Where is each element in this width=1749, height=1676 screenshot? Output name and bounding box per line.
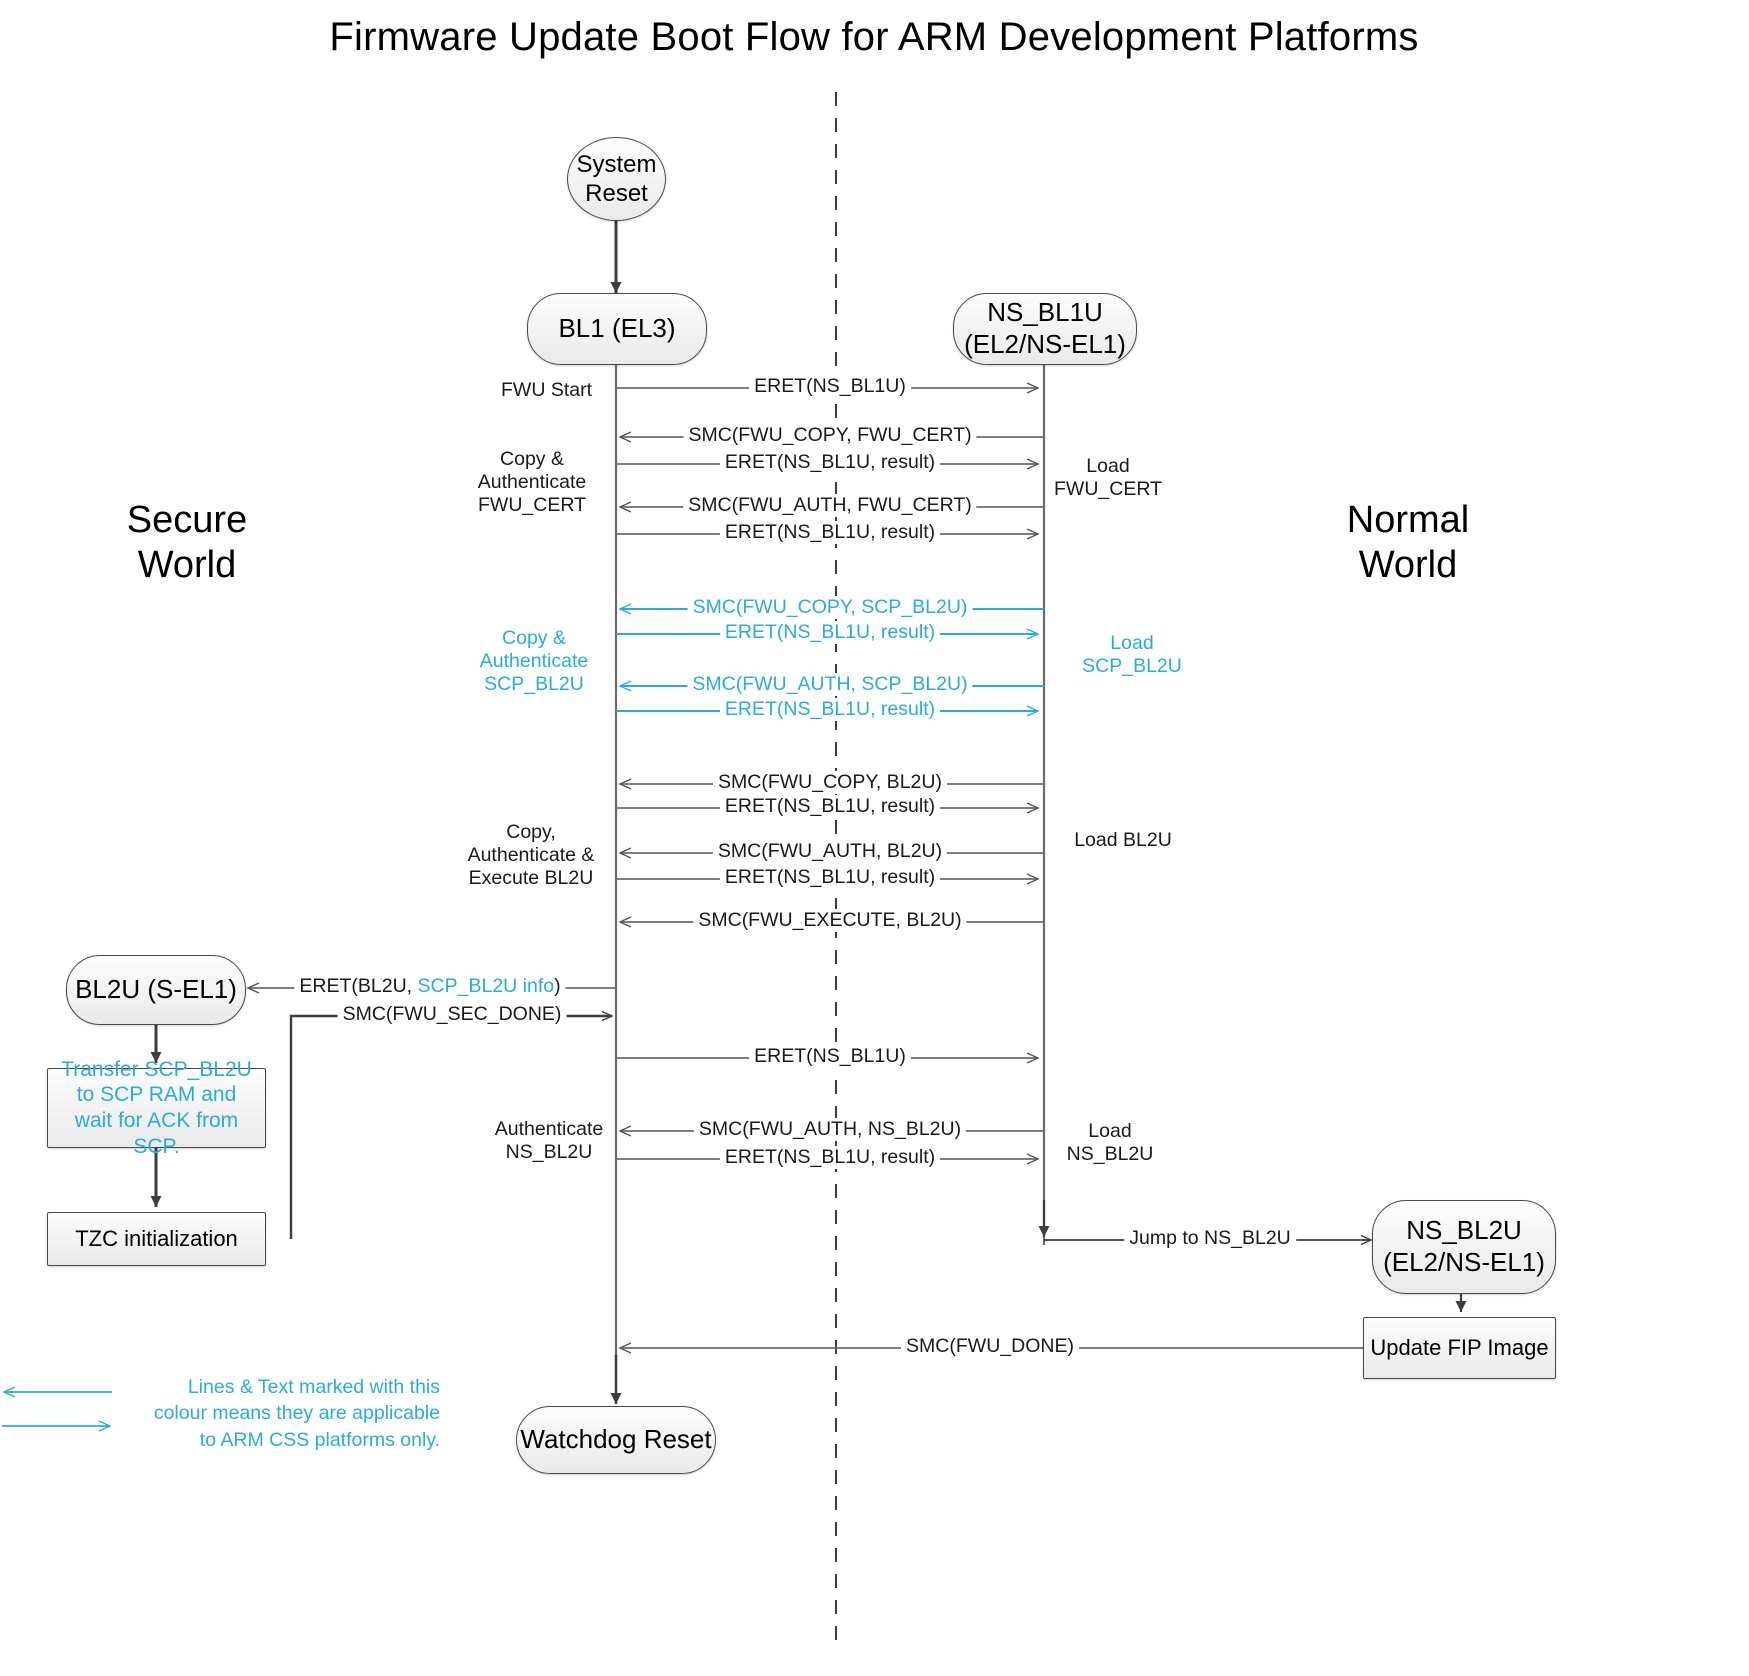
message-label: ERET(NS_BL1U) bbox=[749, 1045, 911, 1068]
eret-bl2u-cyan-part: SCP_BL2U info bbox=[417, 975, 555, 997]
message-label: SMC(FWU_COPY, FWU_CERT) bbox=[683, 424, 977, 447]
right-label-load-ns-bl2u: Load NS_BL2U bbox=[1066, 1120, 1154, 1165]
normal-world-label: Normal World bbox=[1346, 499, 1470, 586]
secure-world-label: Secure World bbox=[126, 499, 248, 586]
box-tzc-initialization[interactable]: TZC initialization bbox=[47, 1212, 266, 1266]
left-label-copy-auth-fwu-cert: Copy & Authenticate FWU_CERT bbox=[477, 448, 587, 516]
message-label: ERET(NS_BL1U, result) bbox=[719, 866, 941, 889]
node-system-reset[interactable]: System Reset bbox=[567, 137, 666, 221]
message-smc-fwu-done: SMC(FWU_DONE) bbox=[901, 1335, 1079, 1358]
box-transfer-scp-bl2u[interactable]: Transfer SCP_BL2U to SCP RAM and wait fo… bbox=[47, 1058, 266, 1158]
right-label-load-fwu-cert: Load FWU_CERT bbox=[1054, 455, 1162, 500]
message-label: SMC(FWU_AUTH, FWU_CERT) bbox=[683, 494, 977, 517]
message-label: ERET(NS_BL1U, result) bbox=[719, 621, 941, 644]
node-ns-bl2u[interactable]: NS_BL2U (EL2/NS-EL1) bbox=[1372, 1200, 1556, 1294]
eret-bl2u-prefix: ERET(BL2U, bbox=[299, 975, 418, 997]
node-bl2u[interactable]: BL2U (S-EL1) bbox=[66, 955, 246, 1025]
legend-text: Lines & Text marked with this colour mea… bbox=[153, 1376, 440, 1451]
left-label-copy-auth-exec-bl2u: Copy, Authenticate & Execute BL2U bbox=[467, 821, 595, 889]
message-label: SMC(FWU_AUTH, NS_BL2U) bbox=[693, 1118, 967, 1141]
left-label-fwu-start: FWU Start bbox=[501, 379, 592, 401]
message-label: ERET(NS_BL1U, result) bbox=[719, 451, 941, 474]
right-label-load-scp-bl2u: Load SCP_BL2U bbox=[1082, 632, 1182, 677]
right-label-load-bl2u: Load BL2U bbox=[1074, 829, 1172, 851]
message-jump-ns-bl2u: Jump to NS_BL2U bbox=[1124, 1227, 1296, 1250]
node-bl1[interactable]: BL1 (EL3) bbox=[527, 293, 707, 365]
left-label-authenticate-ns-bl2u: Authenticate NS_BL2U bbox=[494, 1118, 604, 1163]
page-title: Firmware Update Boot Flow for ARM Develo… bbox=[329, 15, 1419, 59]
message-label: SMC(FWU_AUTH, BL2U) bbox=[712, 840, 948, 863]
box-update-fip-image[interactable]: Update FIP Image bbox=[1363, 1317, 1556, 1379]
message-label: ERET(NS_BL1U) bbox=[749, 375, 911, 398]
eret-bl2u-suffix: ) bbox=[554, 975, 561, 997]
node-watchdog-reset[interactable]: Watchdog Reset bbox=[516, 1406, 716, 1474]
message-smc-sec-done: SMC(FWU_SEC_DONE) bbox=[337, 1003, 567, 1026]
node-ns-bl1u[interactable]: NS_BL1U (EL2/NS-EL1) bbox=[953, 293, 1137, 365]
message-label: SMC(FWU_AUTH, SCP_BL2U) bbox=[687, 673, 973, 696]
message-label: SMC(FWU_EXECUTE, BL2U) bbox=[693, 909, 967, 932]
message-eret-bl2u: ERET(BL2U, SCP_BL2U info) bbox=[294, 975, 566, 998]
message-label: ERET(NS_BL1U, result) bbox=[719, 795, 941, 818]
message-label: ERET(NS_BL1U, result) bbox=[719, 1146, 941, 1169]
left-label-copy-auth-scp-bl2u: Copy & Authenticate SCP_BL2U bbox=[479, 627, 589, 695]
message-label: ERET(NS_BL1U, result) bbox=[719, 521, 941, 544]
message-label: ERET(NS_BL1U, result) bbox=[719, 698, 941, 721]
message-label: SMC(FWU_COPY, BL2U) bbox=[713, 771, 947, 794]
message-label: SMC(FWU_COPY, SCP_BL2U) bbox=[687, 596, 973, 619]
